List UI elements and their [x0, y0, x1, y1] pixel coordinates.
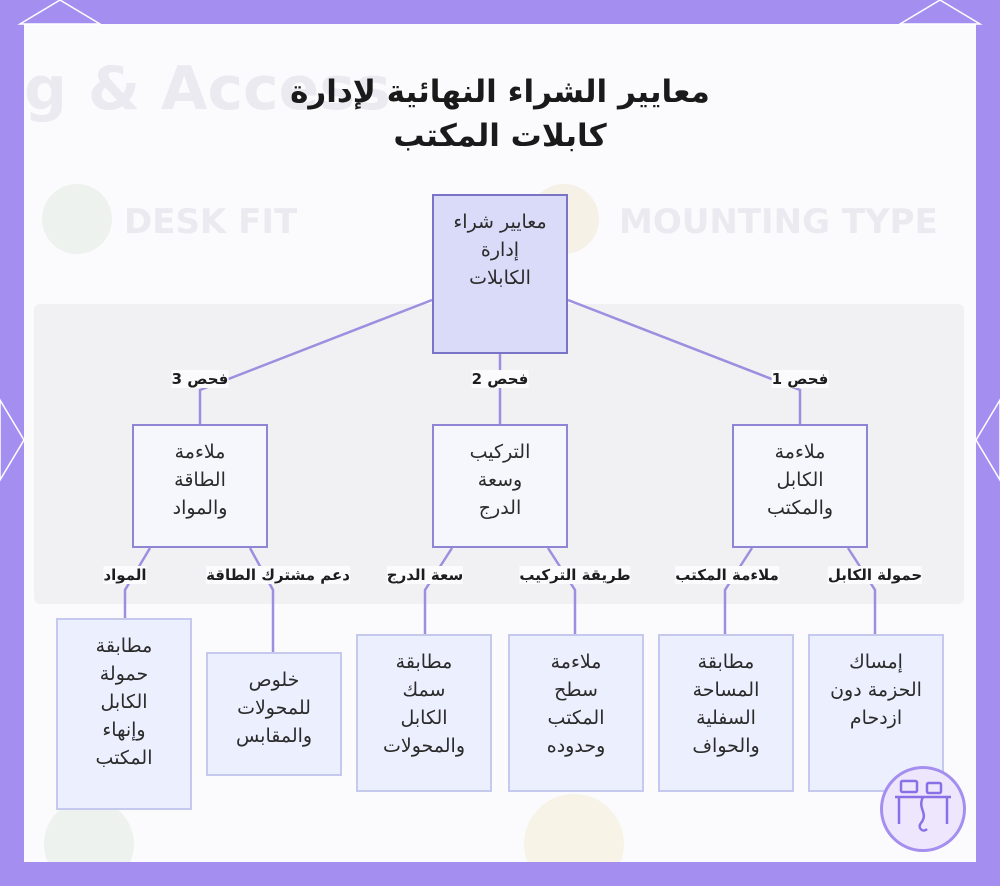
- check-1-line-2: الكابل: [776, 469, 824, 491]
- root-line-3: الكابلات: [469, 267, 531, 289]
- ghost-icon-left: [42, 184, 112, 254]
- check-1-line-3: والمكتب: [766, 497, 834, 519]
- ghost-heading: g & Access: [24, 54, 391, 124]
- leaf-mount-method: ملاءمة سطح المكتب وحدوده: [508, 634, 644, 792]
- title-line-2: كابلات المكتب: [393, 118, 607, 154]
- leaf-mount-line-2: سطح: [554, 679, 598, 701]
- desk-cable-icon: [895, 779, 951, 832]
- edge-label-cable-load: حمولة الكابل: [827, 566, 923, 584]
- check-label-2: فحص 2: [471, 370, 529, 388]
- edge-label-materials: المواد: [103, 566, 147, 584]
- check-1-line-1: ملاءمة: [774, 441, 826, 463]
- check-label-1: فحص 1: [771, 370, 829, 388]
- leaf-power-line-3: والمقابس: [235, 725, 313, 747]
- leaf-power-strip: خلوص للمحولات والمقابس: [206, 652, 342, 776]
- leaf-materials-line-5: المكتب: [95, 747, 153, 769]
- leaf-tray-line-2: سمك: [402, 679, 446, 701]
- diagram-title: معايير الشراء النهائية لإدارة كابلات الم…: [250, 70, 750, 158]
- root-line-1: معايير شراء: [453, 211, 547, 233]
- check-2-line-1: التركيب: [469, 441, 531, 463]
- leaf-mount-line-1: ملاءمة: [550, 651, 602, 673]
- leaf-tray-line-1: مطابقة: [395, 651, 453, 673]
- check-3-line-3: والمواد: [172, 497, 228, 519]
- leaf-load-line-1: إمساك: [849, 651, 903, 673]
- desk-logo-icon: [880, 766, 966, 852]
- check-node-2: التركيب وسعة الدرج: [432, 424, 568, 548]
- edge-label-power-strip: دعم مشترك الطاقة: [206, 566, 350, 584]
- edge-label-desk-fit: ملاءمة المكتب: [675, 566, 779, 584]
- edge-label-tray-capacity: سعة الدرج: [386, 566, 464, 584]
- check-3-line-2: الطاقة: [174, 469, 226, 491]
- title-line-1: معايير الشراء النهائية لإدارة: [290, 74, 710, 110]
- leaf-power-line-1: خلوص: [248, 669, 300, 691]
- leaf-materials-line-1: مطابقة: [95, 635, 153, 657]
- leaf-mount-line-4: وحدوده: [546, 735, 606, 757]
- ghost-label-left: DESK FIT: [124, 202, 298, 242]
- leaf-materials-line-4: وإنهاء: [102, 719, 146, 741]
- root-node: معايير شراء إدارة الكابلات: [432, 194, 568, 354]
- leaf-desk-line-3: السفلية: [696, 707, 756, 729]
- leaf-desk-line-2: المساحة: [692, 679, 760, 701]
- leaf-desk-line-1: مطابقة: [697, 651, 755, 673]
- leaf-tray-capacity: مطابقة سمك الكابل والمحولات: [356, 634, 492, 792]
- ghost-label-right: MOUNTING TYPE: [619, 202, 938, 242]
- leaf-materials-line-3: الكابل: [100, 691, 148, 713]
- leaf-desk-line-4: والحواف: [692, 735, 760, 757]
- check-2-line-3: الدرج: [478, 497, 522, 519]
- leaf-materials-line-2: حمولة: [99, 663, 149, 685]
- leaf-load-line-3: ازدحام: [849, 707, 903, 729]
- edge-label-mount-method: طريقة التركيب: [519, 566, 631, 584]
- leaf-desk-fit: مطابقة المساحة السفلية والحواف: [658, 634, 794, 792]
- check-2-line-2: وسعة: [477, 469, 523, 491]
- leaf-load-line-2: الحزمة دون: [830, 679, 922, 701]
- leaf-tray-line-3: الكابل: [400, 707, 448, 729]
- check-3-line-1: ملاءمة: [174, 441, 226, 463]
- leaf-tray-line-4: والمحولات: [382, 735, 466, 757]
- leaf-power-line-2: للمحولات: [237, 697, 311, 719]
- check-label-3: فحص 3: [171, 370, 229, 388]
- check-node-1: ملاءمة الكابل والمكتب: [732, 424, 868, 548]
- check-node-3: ملاءمة الطاقة والمواد: [132, 424, 268, 548]
- leaf-materials: مطابقة حمولة الكابل وإنهاء المكتب: [56, 618, 192, 810]
- root-line-2: إدارة: [480, 239, 520, 261]
- leaf-cable-load: إمساك الحزمة دون ازدحام: [808, 634, 944, 792]
- leaf-mount-line-3: المكتب: [547, 707, 605, 729]
